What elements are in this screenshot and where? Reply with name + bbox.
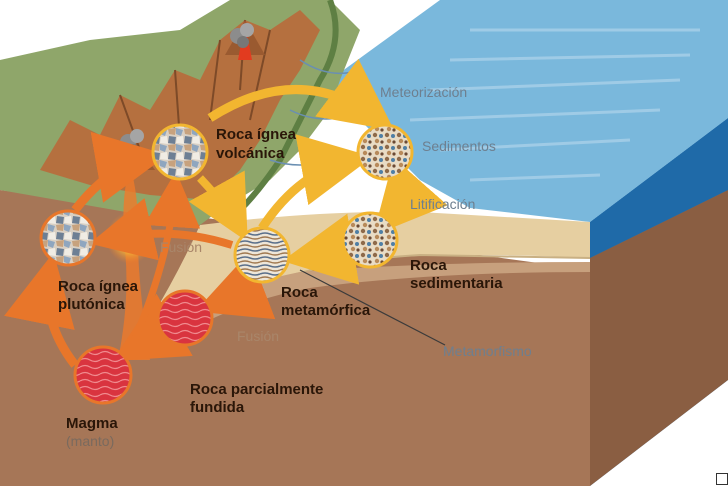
arrow-metamorphic-to-partial-melt [195, 251, 276, 320]
metamorfismo-leader [299, 269, 446, 346]
label-plutonic-line2: plutónica [58, 296, 125, 313]
label-sedimentary-line1: Roca [410, 257, 447, 274]
label-plutonic-line1: Roca ígnea [58, 278, 139, 295]
arrow-sedimentary-to-metamorphic [282, 213, 360, 285]
label-volcanic-line2: volcánica [216, 145, 285, 162]
ocean-ripples [409, 28, 700, 182]
sedimentary-rock-disc [341, 211, 399, 269]
ocean-side-water [590, 118, 728, 258]
label-metamorphic-line2: metamórfica [281, 302, 371, 319]
arrow-magma-to-volcanic [126, 171, 201, 352]
plutonic-rock-disc [39, 209, 97, 267]
label-fusion-upper: Fusión [160, 239, 202, 255]
page-corner-icon [716, 473, 728, 485]
label-litificacion: Litificación [410, 196, 475, 212]
magma-disc [73, 345, 133, 405]
label-manto: (manto) [66, 433, 114, 449]
rock-discs [39, 123, 414, 405]
label-metamorphic-line1: Roca [281, 284, 318, 301]
earth-front-face [0, 190, 590, 486]
metamorphic-rock-disc [233, 226, 291, 284]
volcanic-rock-disc [151, 123, 209, 181]
mountain-ridges [119, 19, 271, 151]
label-partial-melt-line1: Roca parcialmente [190, 381, 323, 398]
label-magma: Magma [66, 415, 118, 432]
label-partial-melt-line2: fundida [190, 399, 245, 416]
arrow-plutonic-to-volcanic [71, 131, 168, 213]
partial-melt-disc [156, 289, 214, 347]
label-volcanic-line1: Roca ígnea [216, 126, 297, 143]
volcano-smoke-icon [230, 23, 254, 48]
sediments-disc [356, 123, 414, 181]
label-metamorfismo: Metamorfismo [443, 343, 532, 359]
arrow-partial-melt-to-magma [112, 293, 193, 362]
label-sedimentos: Sedimentos [422, 138, 496, 154]
label-fusion-lower: Fusión [237, 328, 279, 344]
label-meteorizacion: Meteorización [380, 84, 467, 100]
arrow-metamorphic-to-sediments [258, 134, 373, 231]
volcano-top [225, 20, 265, 60]
earth-side-face [590, 190, 728, 486]
arrow-volcanic-to-sediments [207, 58, 395, 131]
coastal-vegetation [237, 0, 339, 213]
arrow-magma-to-plutonic [4, 252, 79, 368]
labels: Roca ígnea volcánica Meteorización Sedim… [58, 84, 532, 449]
arrow-volcanic-to-metamorphic [188, 170, 248, 242]
label-sedimentary-line2: sedimentaria [410, 275, 503, 292]
